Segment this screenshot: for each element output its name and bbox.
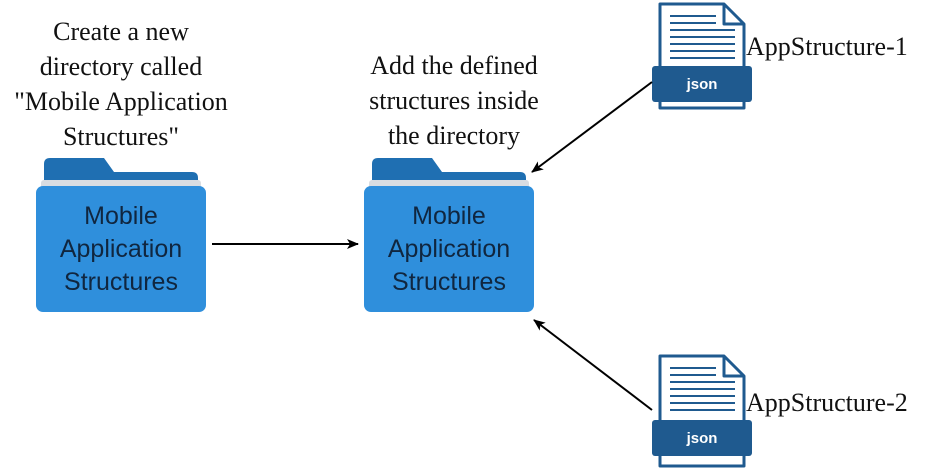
json-file-icon-2: json [652,354,752,468]
create-caption-line-2: directory called [39,52,203,81]
source-folder-label-line-1: Mobile [84,202,158,230]
target-folder-label-line-3: Structures [392,268,506,296]
create-directory-caption: Create a new directory called "Mobile Ap… [0,14,242,154]
add-caption-line-1: Add the defined [370,51,538,80]
create-caption-line-1: Create a new [53,17,189,46]
json-badge-2: json [686,430,718,447]
add-structures-caption: Add the defined structures inside the di… [354,48,554,153]
create-caption-line-4: Structures" [62,122,180,151]
source-folder-label-line-2: Application [60,235,182,263]
add-caption-line-2: structures inside [369,86,539,115]
json-badge-1: json [686,76,718,93]
add-caption-line-3: the directory [387,121,521,150]
create-caption-line-3: "Mobile Application [14,87,228,116]
source-folder-icon: Mobile Application Structures [36,158,206,312]
target-folder-label-line-1: Mobile [412,202,486,230]
arrow-file1-to-target [531,81,653,173]
file-label-appstructure-1: AppStructure-1 [746,32,908,61]
arrow-file2-to-target [533,319,653,411]
source-folder-label-line-3: Structures [64,268,178,296]
target-folder-icon: Mobile Application Structures [364,158,534,312]
file-label-appstructure-2: AppStructure-2 [746,388,908,417]
target-folder-label-line-2: Application [388,235,510,263]
json-file-icon-1: json [652,2,752,110]
